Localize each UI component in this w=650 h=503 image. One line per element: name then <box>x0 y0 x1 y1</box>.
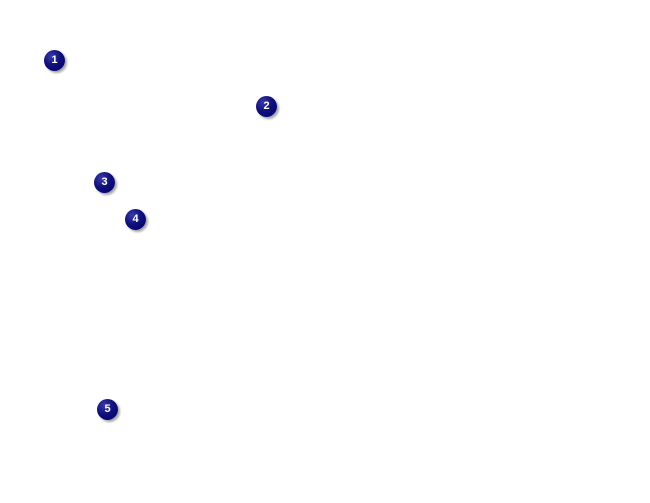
callout-marker-5: 5 <box>97 399 118 420</box>
callout-marker-2: 2 <box>256 96 277 117</box>
callout-marker-3: 3 <box>94 172 115 193</box>
callout-marker-4: 4 <box>125 209 146 230</box>
callout-marker-1: 1 <box>44 50 65 71</box>
